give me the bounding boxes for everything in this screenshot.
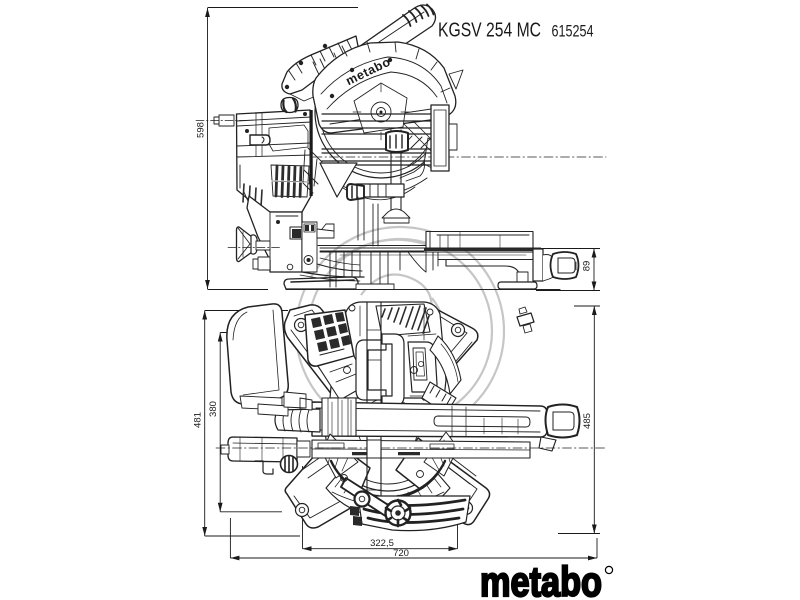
svg-text:598: 598 [196, 122, 207, 138]
svg-text:485: 485 [582, 413, 593, 429]
svg-text:KGSV 254 MC: KGSV 254 MC [438, 20, 541, 42]
svg-text:720: 720 [393, 548, 409, 559]
svg-text:metabo: metabo [480, 558, 602, 600]
svg-text:481: 481 [193, 412, 204, 428]
svg-text:615254: 615254 [552, 22, 594, 41]
svg-text:380: 380 [208, 401, 219, 417]
svg-text:322,5: 322,5 [370, 538, 394, 549]
svg-text:89: 89 [582, 261, 593, 272]
